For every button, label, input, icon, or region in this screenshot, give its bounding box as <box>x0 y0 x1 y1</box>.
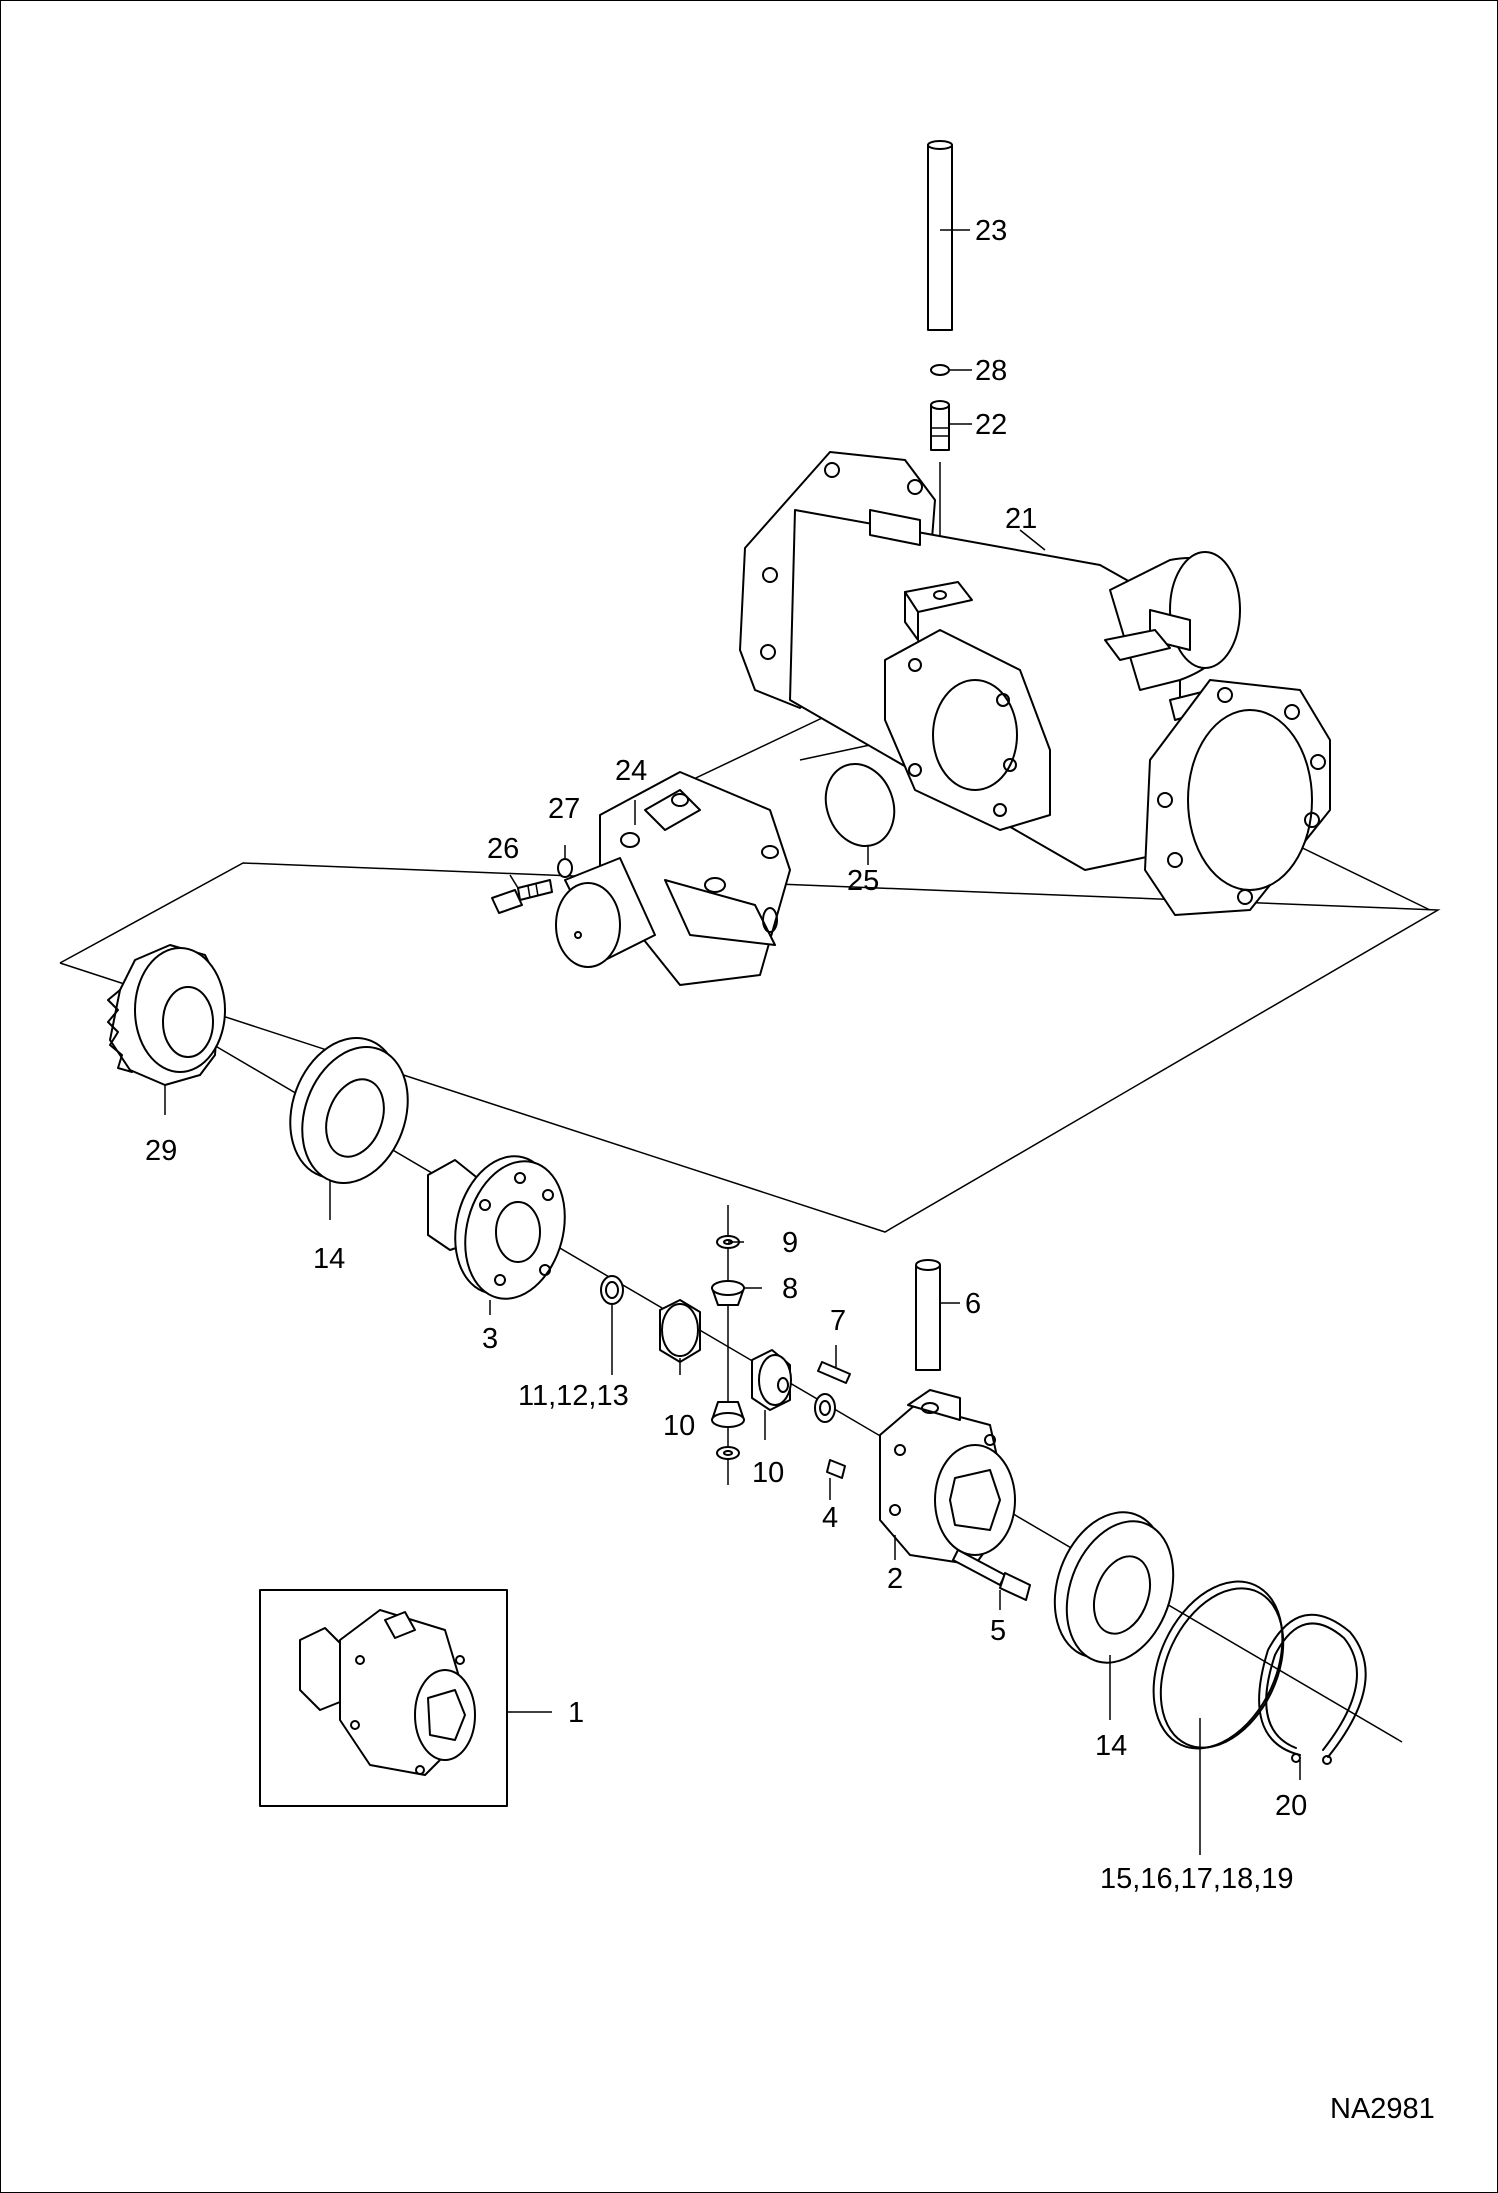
callout-15-19: 15,16,17,18,19 <box>1100 1863 1294 1895</box>
sub-assembly-outline <box>59 862 1441 1233</box>
thrust-washer <box>814 1393 836 1423</box>
callout-20: 20 <box>1275 1790 1307 1822</box>
part-10-side-gear-right <box>751 1349 792 1411</box>
part-23-tube <box>927 140 953 331</box>
part-24-pivot-bracket <box>555 771 791 986</box>
callout-24: 24 <box>615 755 647 787</box>
part-4-pin <box>826 1459 846 1479</box>
part-21-axle-housing <box>739 451 1331 916</box>
part-28-washer <box>930 364 950 376</box>
callout-14-lower: 14 <box>1095 1730 1127 1762</box>
callout-7: 7 <box>830 1305 846 1337</box>
callout-10-left: 10 <box>663 1410 695 1442</box>
part-7-pin <box>817 1361 851 1384</box>
callout-9: 9 <box>782 1227 798 1259</box>
callout-26: 26 <box>487 833 519 865</box>
part-6-cross-shaft <box>915 1259 941 1371</box>
callout-11-12-13: 11,12,13 <box>518 1380 629 1412</box>
leader-lines <box>164 229 1301 1855</box>
callout-23: 23 <box>975 215 1007 247</box>
callout-29: 29 <box>145 1135 177 1167</box>
part-27-washer <box>557 858 573 878</box>
callout-8: 8 <box>782 1273 798 1305</box>
callout-2: 2 <box>887 1563 903 1595</box>
part-14-bearing-lower <box>1053 1511 1175 1664</box>
callout-5: 5 <box>990 1615 1006 1647</box>
callout-21: 21 <box>1005 503 1037 535</box>
callout-labels: 23 28 22 21 24 27 26 25 29 14 3 11,12,13… <box>145 215 1435 2125</box>
part-5-bolt <box>952 1549 1031 1601</box>
part-3-drive-flange <box>427 1155 566 1300</box>
part-20-snap-ring <box>1258 1613 1367 1765</box>
part-2-differential-case <box>879 1389 1016 1566</box>
part-8-pinion-gear <box>711 1280 745 1428</box>
callout-28: 28 <box>975 355 1007 387</box>
callout-1: 1 <box>568 1697 584 1729</box>
callout-6: 6 <box>965 1288 981 1320</box>
part-29-ring-gear <box>107 944 226 1086</box>
part-10-side-gear-left <box>659 1299 701 1363</box>
part-11-13-shim <box>600 1275 624 1305</box>
part-14-bearing-upper <box>289 1037 409 1184</box>
part-26-bolt <box>491 879 553 914</box>
part-1-inset <box>259 1589 508 1807</box>
part-25-o-ring <box>824 762 896 848</box>
callout-3: 3 <box>482 1323 498 1355</box>
callout-27: 27 <box>548 793 580 825</box>
drawing-code: NA2981 <box>1330 2093 1435 2125</box>
callout-4: 4 <box>822 1502 838 1534</box>
callout-25: 25 <box>847 865 879 897</box>
part-22-fitting <box>930 400 950 451</box>
part-15-19-shim-ring <box>1152 1580 1285 1750</box>
callout-14-upper: 14 <box>313 1243 345 1275</box>
callout-10-right: 10 <box>752 1457 784 1489</box>
callout-22: 22 <box>975 409 1007 441</box>
